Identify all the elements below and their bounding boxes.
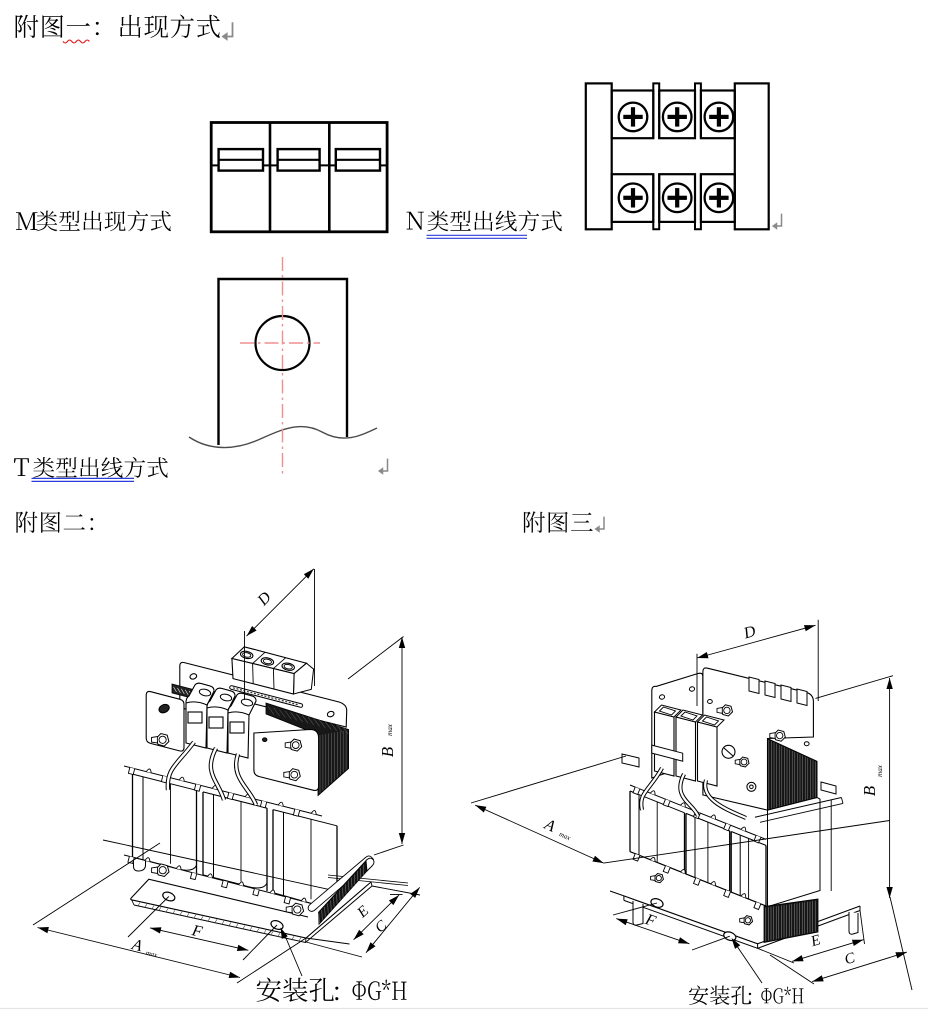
svg-text:B: B xyxy=(378,746,397,757)
svg-text:max: max xyxy=(386,723,394,736)
svg-text:D: D xyxy=(741,623,758,643)
svg-text:A: A xyxy=(129,936,144,955)
svg-text:max: max xyxy=(145,949,159,960)
svg-text:max: max xyxy=(876,764,884,777)
svg-text:E: E xyxy=(808,932,822,950)
svg-text:B: B xyxy=(860,785,879,796)
svg-text:F: F xyxy=(189,922,204,941)
